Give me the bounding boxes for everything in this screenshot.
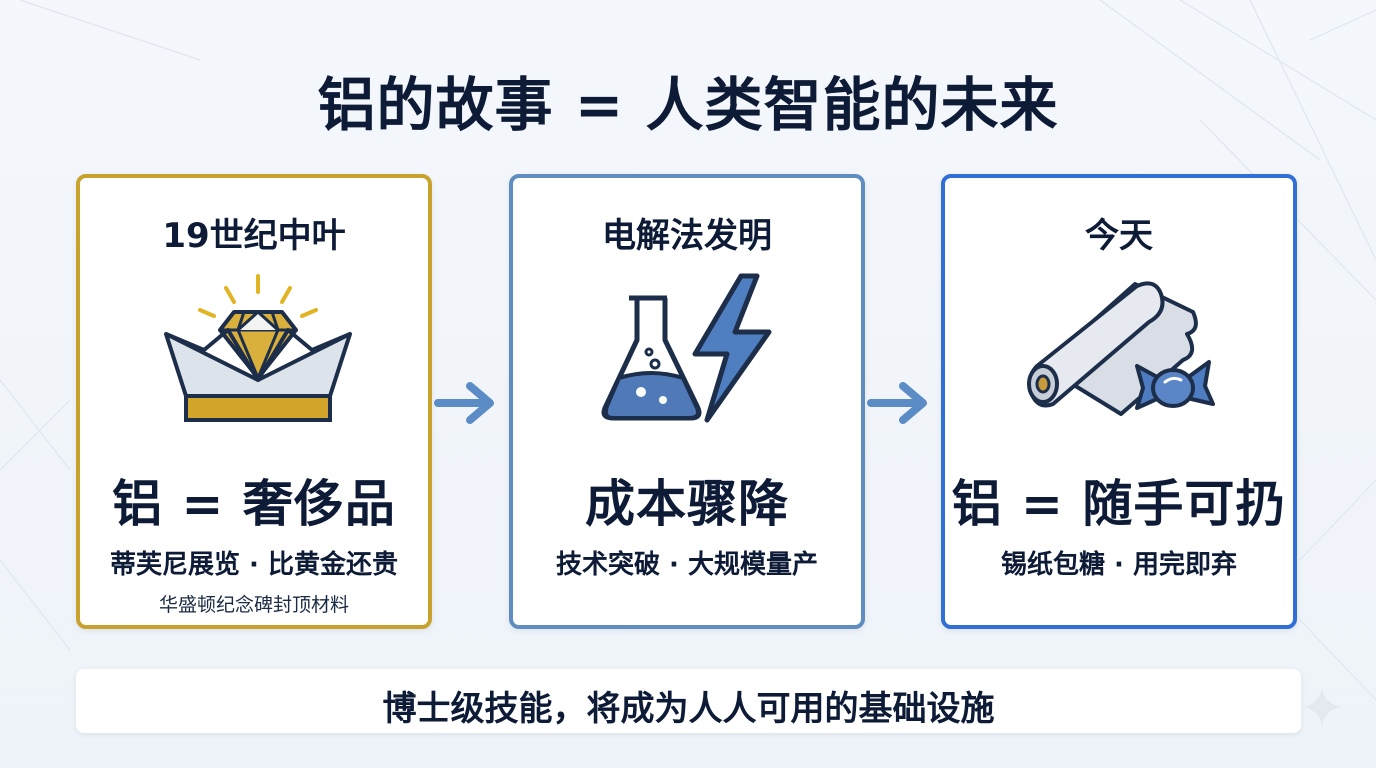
card-heading: 今天	[1085, 216, 1153, 256]
card-subtitle: 技术突破 · 大规模量产	[556, 550, 818, 580]
banner-text: 博士级技能，将成为人人可用的基础设施	[382, 689, 995, 729]
card-note: 华盛顿纪念碑封顶材料	[158, 594, 349, 616]
diamond-crown-icon	[164, 274, 352, 422]
card-headline: 成本骤降	[585, 475, 789, 533]
arrow-right-icon	[867, 382, 927, 424]
card-electrolysis: 电解法发明 成本骤降 技术突破 · 大规模量产	[509, 174, 865, 629]
flask-lightning-icon	[601, 273, 772, 423]
page-title: 铝的故事 = 人类智能的未来	[317, 71, 1059, 139]
arrow-right-icon	[434, 382, 494, 424]
foil-roll-candy-icon	[1027, 281, 1215, 416]
card-today: 今天 铝 = 随手可扔 锡纸包糖 · 用完即弃	[941, 174, 1297, 629]
card-headline: 铝 = 奢侈品	[112, 475, 396, 533]
card-heading: 19世纪中叶	[162, 216, 346, 256]
bottom-banner: 博士级技能，将成为人人可用的基础设施	[76, 669, 1301, 733]
card-mid-19th-century: 19世纪中叶 铝 = 奢侈品 蒂芙尼展览 · 比黄金还贵 华盛顿纪念碑封顶材料	[76, 174, 432, 629]
card-subtitle: 锡纸包糖 · 用完即弃	[1001, 550, 1237, 580]
card-headline: 铝 = 随手可扔	[951, 475, 1287, 533]
card-heading: 电解法发明	[602, 216, 772, 256]
card-subtitle: 蒂芙尼展览 · 比黄金还贵	[110, 550, 398, 580]
sparkle-icon	[1303, 688, 1341, 726]
